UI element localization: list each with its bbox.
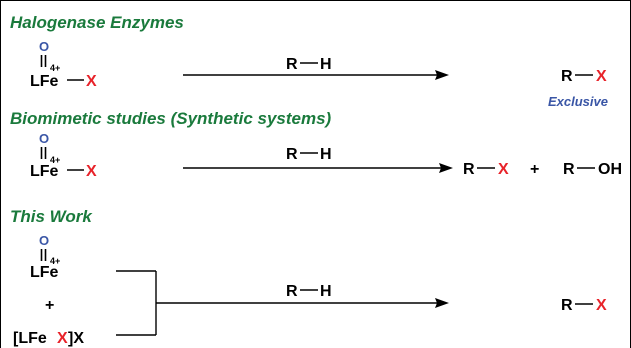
section-title-halogenase: Halogenase Enzymes	[10, 13, 184, 32]
oxo-atom: O	[39, 131, 49, 146]
complex-close: ]X	[68, 330, 84, 347]
product-x: X	[498, 161, 509, 178]
substrate-rh: R H	[286, 283, 332, 300]
substrate-rh: R H	[286, 146, 332, 163]
product-rx-3: R X	[561, 297, 607, 314]
iron-ligand: LFe	[30, 163, 59, 180]
complex-halogen: X	[57, 330, 68, 347]
product-rx-1: R X	[561, 68, 607, 85]
product-r: R	[563, 161, 575, 178]
product-oh: OH	[598, 161, 622, 178]
oxidation-charge: 4+	[50, 155, 60, 165]
product-roh: R OH	[563, 161, 622, 178]
iron-ligand: LFe	[30, 264, 59, 281]
plus-sign: +	[530, 161, 539, 178]
section-halogenase: Halogenase Enzymes O 4+ LFe X R H R X Ex…	[10, 13, 608, 109]
complex-open: [LFe	[13, 330, 47, 347]
halogen-x: X	[86, 73, 97, 90]
substrate-r: R	[286, 56, 298, 73]
iron-halide-salt: [LFe X ]X	[13, 330, 84, 347]
product-r: R	[561, 297, 573, 314]
iron-ligand: LFe	[30, 73, 59, 90]
arrow-head	[435, 298, 449, 308]
reaction-arrow-1: R H	[183, 56, 449, 80]
oxo-iron-reactant-3: O 4+ LFe	[30, 233, 60, 281]
substrate-r: R	[286, 146, 298, 163]
substrate-rh: R H	[286, 56, 332, 73]
section-biomimetic: Biomimetic studies (Synthetic systems) O…	[10, 109, 622, 180]
substrate-r: R	[286, 283, 298, 300]
combining-bracket	[116, 270, 157, 336]
product-x: X	[596, 68, 607, 85]
product-r: R	[463, 161, 475, 178]
substrate-h: H	[320, 56, 332, 73]
oxo-iron-halide-reactant-2: O 4+ LFe X	[30, 131, 97, 180]
halogen-x: X	[86, 163, 97, 180]
substrate-h: H	[320, 146, 332, 163]
product-r: R	[561, 68, 573, 85]
product-x: X	[596, 297, 607, 314]
oxidation-charge: 4+	[50, 256, 60, 266]
section-this-work: This Work O 4+ LFe + [LFe X ]X R H	[10, 207, 607, 347]
section-title-this-work: This Work	[10, 207, 93, 226]
oxo-atom: O	[39, 233, 49, 248]
arrow-head	[435, 70, 449, 80]
arrow-head	[439, 163, 453, 173]
selectivity-note: Exclusive	[548, 94, 608, 109]
plus-sign: +	[45, 297, 54, 314]
oxo-iron-halide-reactant-1: O 4+ LFe X	[30, 39, 97, 90]
section-title-biomimetic: Biomimetic studies (Synthetic systems)	[10, 109, 332, 128]
reaction-arrow-2: R H	[183, 146, 453, 173]
oxo-atom: O	[39, 39, 49, 54]
oxidation-charge: 4+	[50, 63, 60, 73]
reaction-arrow-3: R H	[156, 283, 449, 308]
product-rx-2: R X	[463, 161, 509, 178]
substrate-h: H	[320, 283, 332, 300]
